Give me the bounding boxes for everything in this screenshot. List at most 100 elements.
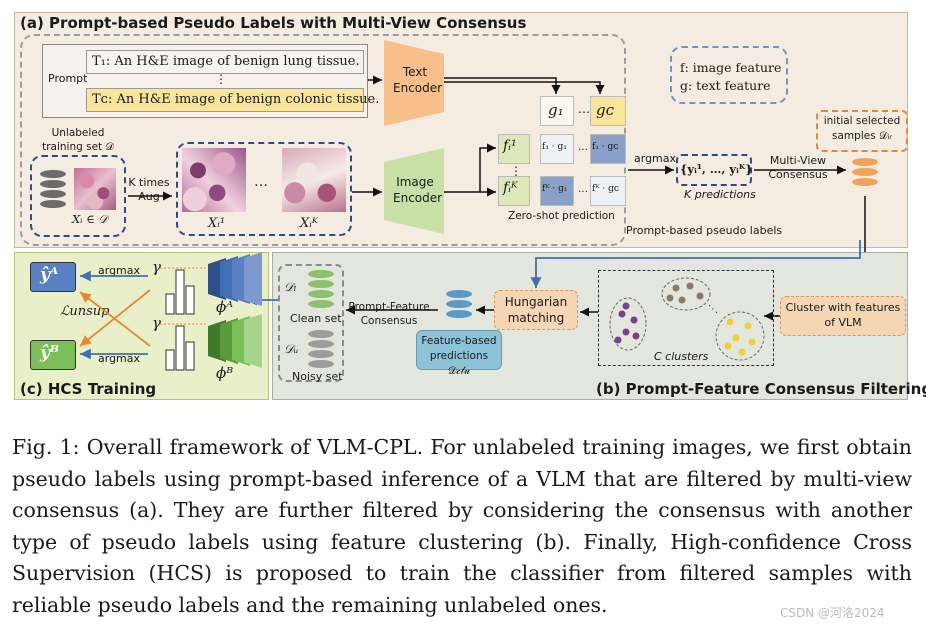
arrow-text-encoder-to-gc [444, 81, 605, 94]
phi-a: ϕᴬ [216, 298, 234, 316]
f-dots: ⋮ [510, 164, 522, 178]
unlabeled-set-box [30, 155, 126, 237]
phi-b: ϕᴮ [216, 364, 234, 382]
gamma-top: γ [152, 258, 161, 276]
arrow-cross-2 [79, 291, 151, 347]
noisy-set-label: Noisy set [292, 370, 343, 383]
argmax-bottom: argmax [98, 352, 141, 365]
prompt-pseudo-label: Prompt-based pseudo labels [626, 224, 783, 237]
ya-label: ŷᴬ [40, 265, 59, 285]
figure-caption: Fig. 1: Overall framework of VLM-CPL. Fo… [12, 432, 912, 622]
gamma-bottom: γ [152, 314, 161, 332]
text-encoder-label: Text Encoder [393, 65, 443, 95]
fi1-label: fᵢ¹ [503, 138, 517, 154]
cell-dots-2: … [578, 184, 588, 195]
panel-b-title: (b) Prompt-Feature Consensus Filtering [596, 380, 926, 398]
text-encoder-shape [384, 40, 444, 126]
augmented-view-k [282, 148, 346, 212]
du-label: 𝒟ᵤ [284, 342, 299, 356]
yb-box [30, 340, 76, 370]
cell-fkgc-text: fᴷ · gᴄ [592, 184, 619, 194]
hungarian-box [494, 290, 578, 330]
caption-text: Fig. 1: Overall framework of VLM-CPL. Fo… [12, 435, 912, 617]
gc-label: gᴄ [596, 101, 615, 119]
gc-box [590, 96, 626, 126]
feature-based-box [416, 330, 502, 370]
legend-box [670, 46, 788, 104]
crops-dots: … [254, 174, 268, 190]
yb-label: ŷᴮ [40, 343, 59, 363]
arrow-initial-to-hungarian [530, 240, 861, 288]
c-clusters-label: C clusters [654, 350, 709, 363]
cell-fkg1-text: fᴷ · g₁ [542, 184, 568, 194]
ya-box [30, 262, 76, 292]
zero-shot-label: Zero-shot prediction [508, 210, 615, 222]
clean-set-cylinder [308, 270, 334, 310]
cluster-features-box [780, 296, 906, 336]
argmax-label-a: argmax [634, 152, 677, 165]
k-predictions-set: {yᵢ¹, …, yᵢᴷ} [680, 162, 753, 176]
cell-f1g1-text: f₁ · g₁ [542, 142, 567, 152]
clusters-box [598, 270, 774, 366]
k-predictions-box [676, 154, 752, 186]
cluster-gray [661, 277, 711, 311]
g1-label: g₁ [548, 101, 564, 119]
cluster-yellow [715, 311, 765, 361]
augmented-views-box [176, 142, 352, 236]
fik-box [498, 176, 530, 206]
cell-dots-1: … [578, 142, 588, 153]
prompt-tc-text: Tᴄ: An H&E image of benign colonic tissu… [92, 92, 380, 107]
cell-f1g1 [540, 134, 574, 164]
clean-noisy-group [278, 264, 344, 382]
g-dots: … [578, 102, 590, 116]
noisy-set-cylinder [308, 330, 334, 370]
watermark: CSDN @河洛2024 [780, 606, 885, 620]
legend-f: f: image feature [680, 60, 782, 75]
multi-view-label: Multi-View Consensus [768, 154, 828, 181]
xik-label: Xᵢᴷ [300, 216, 318, 231]
g1-box [540, 96, 574, 126]
fi1-box [498, 134, 530, 164]
prompt-t1 [86, 50, 364, 74]
network-phi-b [208, 314, 262, 368]
initial-selected-box [816, 110, 908, 152]
network-phi-a [208, 252, 262, 306]
image-encoder-label: Image Encoder [393, 175, 443, 205]
cluster-purple [609, 297, 647, 351]
cell-f1gc-text: f₁ · gᴄ [592, 142, 619, 152]
cell-fkgc [590, 176, 626, 206]
feature-based-label: Feature-based predictions 𝒟𝒸𝓁𝓊 [421, 335, 497, 377]
xi1-label: Xᵢ¹ [208, 216, 226, 231]
feature-pred-cylinder [446, 290, 472, 320]
argmax-top: argmax [98, 264, 141, 277]
cell-f1gc [590, 134, 626, 164]
augmented-view-1 [182, 148, 246, 212]
initial-selected-label: initial selected samples 𝒟ᵢᵣ [823, 115, 901, 142]
prompt-t1-text: T₁: An H&E image of benign lung tissue. [92, 54, 360, 69]
xi-in-d: Xᵢ ∈ 𝒟 [72, 212, 108, 226]
prompt-label: Prompt [48, 72, 88, 85]
prob-bars-top [160, 267, 206, 315]
cluster-features-label: Cluster with features of VLM [785, 301, 901, 329]
fik-label: fᵢᴷ [503, 180, 518, 196]
l-unsup: ℒunsup [60, 304, 110, 319]
dl-label: 𝒟ₗ [284, 280, 297, 294]
prompt-dots: ⋮ [215, 72, 227, 86]
prompt-tc [86, 88, 364, 112]
sample-tissue-image [74, 168, 116, 210]
cell-fkg1 [540, 176, 574, 206]
panel-c-title: (c) HCS Training [20, 380, 157, 398]
initial-selected-cylinder [852, 158, 878, 188]
prob-bars-bottom [160, 323, 206, 371]
legend-g: g: text feature [680, 78, 771, 93]
hungarian-label: Hungarian matching [504, 295, 568, 325]
image-encoder-shape [384, 148, 444, 234]
svg-text:⋱: ⋱ [708, 304, 718, 315]
clean-set-label: Clean set [290, 312, 342, 325]
arrow-to-fi1 [444, 143, 496, 193]
unlabeled-set-label: Unlabeled training set 𝒟 [42, 127, 114, 153]
k-predictions-label: K predictions [684, 188, 756, 201]
arrow-text-encoder-to-g1 [444, 77, 561, 94]
